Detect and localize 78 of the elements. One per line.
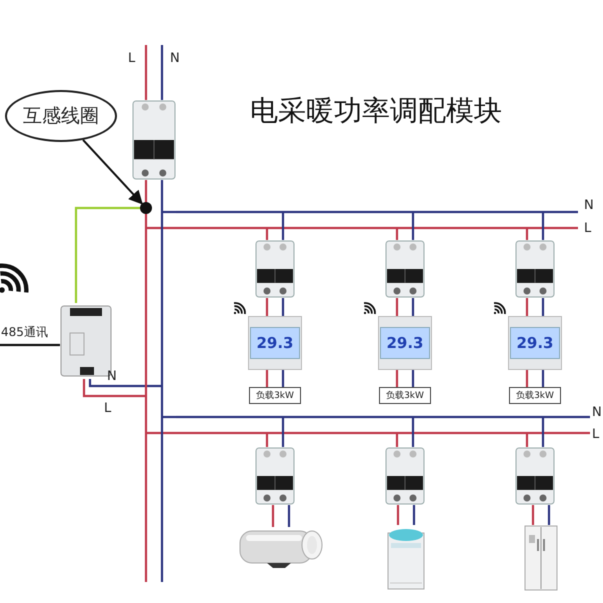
wire [396, 370, 398, 387]
wire [412, 370, 414, 387]
wire [542, 298, 544, 316]
wire [282, 370, 284, 387]
wire [542, 370, 544, 387]
wire [542, 234, 544, 240]
load-label [379, 387, 431, 404]
wire [266, 370, 268, 387]
wire [160, 45, 164, 100]
wire [0, 344, 60, 346]
wire [272, 505, 274, 527]
wire [396, 505, 400, 525]
wire [412, 505, 416, 525]
bus-bar [176, 413, 590, 441]
circuit-breaker-drawing [515, 447, 555, 505]
wire [412, 441, 414, 447]
wire [396, 234, 398, 240]
circuit-breaker-drawing [515, 240, 555, 298]
wire [160, 180, 164, 196]
display-reading: 29.3 [380, 327, 430, 359]
wire [526, 441, 528, 447]
junction-dot [140, 202, 152, 214]
wire [396, 298, 398, 316]
wire [74, 206, 140, 303]
wire [162, 210, 176, 214]
wire-label: N [584, 199, 594, 212]
wire [266, 234, 268, 240]
wire [144, 45, 148, 100]
wire [288, 505, 290, 527]
wire-label: L [592, 428, 600, 441]
load-label [249, 387, 301, 404]
main-wires [138, 196, 166, 582]
wire [526, 234, 528, 240]
load-label [509, 387, 561, 404]
wire [266, 441, 268, 447]
callout-text: 互感线圈 [23, 104, 99, 129]
refrigerator-drawing [524, 525, 558, 591]
circuit-breaker-drawing [255, 447, 295, 505]
wire [542, 441, 544, 447]
circuit-breaker-drawing [385, 447, 425, 505]
wire-label: L [128, 52, 136, 65]
wire-label: N [170, 52, 180, 65]
leader-arrow [82, 139, 143, 205]
wire [526, 298, 528, 316]
wire [162, 416, 176, 418]
display-reading: 29.3 [510, 327, 560, 359]
wire [532, 505, 534, 525]
wire-label: L [584, 222, 592, 235]
load-rating: 负载3kW [256, 390, 294, 402]
wire [412, 298, 414, 316]
load-rating: 负载3kW [516, 390, 554, 402]
wire [144, 180, 148, 196]
load-rating: 负载3kW [386, 390, 424, 402]
wire-label: L [104, 402, 112, 415]
wire [146, 432, 176, 434]
title: 电采暖功率调配模块 [250, 93, 502, 129]
wire [282, 441, 284, 447]
wire-label: N [592, 406, 602, 419]
circuit-breaker-drawing [385, 240, 425, 298]
display-reading: 29.3 [250, 327, 300, 359]
wire [412, 234, 414, 240]
thermostat-panel [378, 316, 432, 370]
wire [82, 379, 146, 398]
thermostat-panel [508, 316, 562, 370]
wire [396, 441, 398, 447]
wire-label: N [107, 370, 117, 383]
circuit-breaker-drawing [132, 100, 176, 180]
wire [88, 379, 162, 388]
edge-label: 485通讯 [1, 326, 48, 338]
wire [282, 298, 284, 316]
wire [146, 226, 176, 230]
wire [282, 234, 284, 240]
circuit-breaker-drawing [255, 240, 295, 298]
wire [266, 298, 268, 316]
wire [548, 505, 550, 525]
bus-bar [176, 208, 578, 234]
wire [526, 370, 528, 387]
thermostat-panel [248, 316, 302, 370]
